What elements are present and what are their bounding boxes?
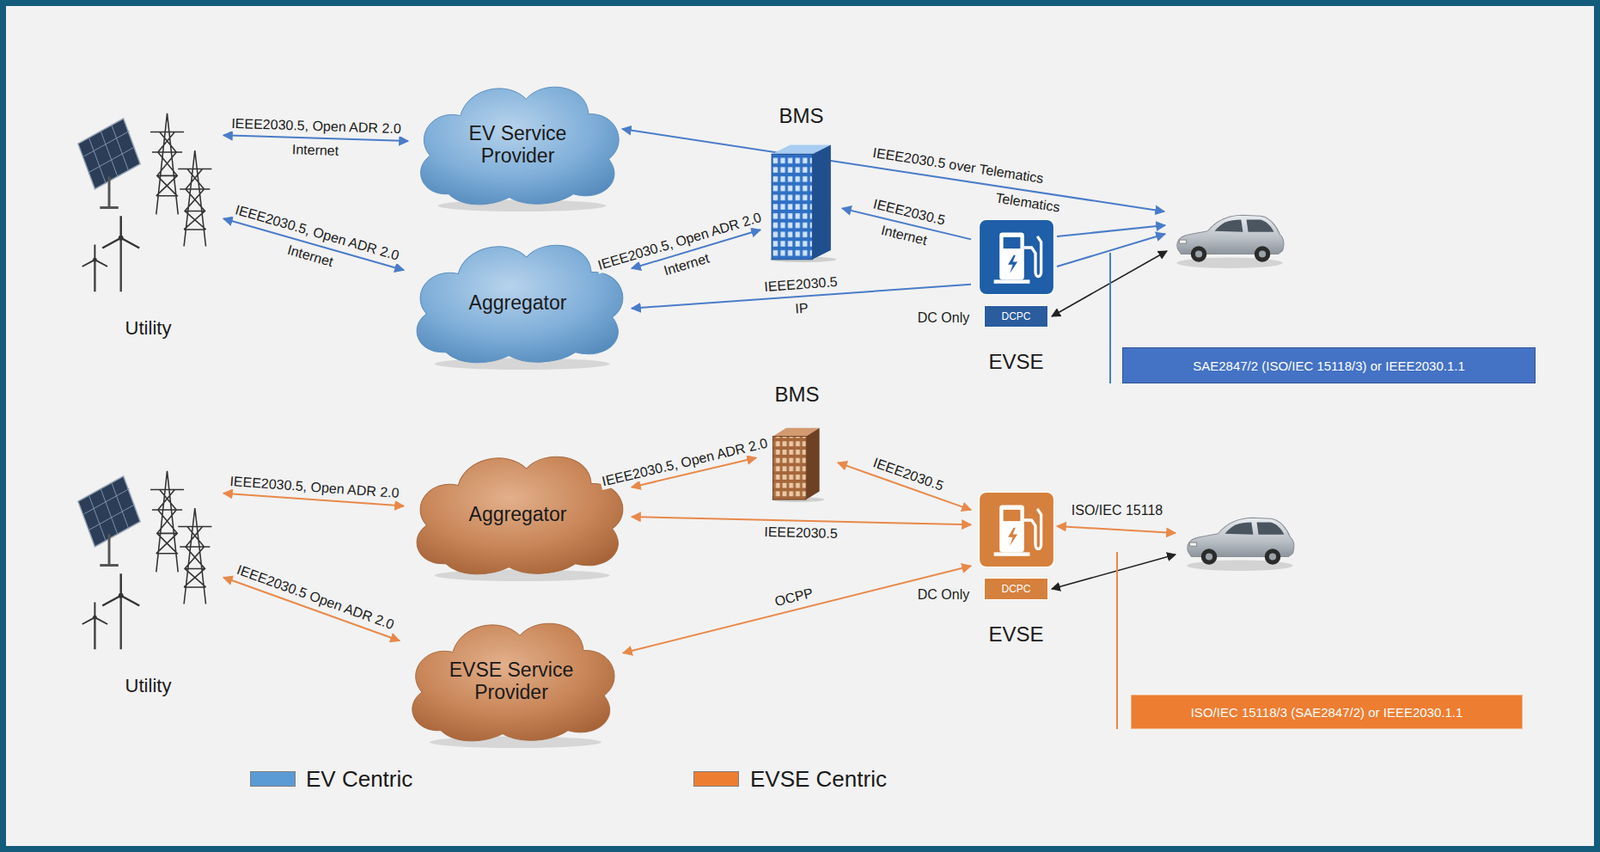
protocol-box: SAE2847/2 (ISO/IEC 15118/3) or IEEE2030.… [1122, 347, 1536, 384]
node-label: ISO/IEC 15118/3 (SAE2847/2) or IEEE2030.… [1190, 704, 1464, 720]
charger-icon [978, 219, 1055, 295]
utility-icons [73, 469, 224, 663]
cloud-node: Aggregator [403, 233, 632, 372]
protocol-box: ISO/IEC 15118/3 (SAE2847/2) or IEEE2030.… [1130, 694, 1523, 729]
note-label: IEEE2030.5 over Telematics [869, 145, 1046, 188]
legend-text: EV Centric [305, 765, 413, 793]
charge-link [1056, 225, 1166, 237]
building-shape [769, 145, 837, 263]
note-label: ISO/IEC 15118 [1069, 502, 1165, 519]
note-label: Internet [660, 250, 714, 280]
legend-swatch [693, 770, 739, 787]
leader-line [1116, 551, 1118, 729]
node-label: BMS [778, 103, 824, 129]
utility-node: Utility [73, 469, 224, 697]
edge-label: IEEE2030.5, Open ADR 2.0 [598, 434, 771, 490]
utility-icons [73, 111, 224, 306]
cloud-outline [416, 244, 623, 363]
building-shape [770, 427, 825, 502]
note-label: Telematics [992, 189, 1063, 216]
charge-link [1056, 525, 1176, 533]
edge-label: IEEE2030.5 [869, 454, 947, 495]
cloud-label: EVSE Service Provider [436, 658, 587, 704]
leader-line [1109, 252, 1112, 384]
cloud-label: EV Service Provider [453, 122, 583, 168]
charger-node: EVSE DCPC [970, 491, 1062, 647]
building-icon [756, 422, 838, 502]
note-label: IP [793, 299, 811, 317]
node-label: Utility [125, 317, 172, 340]
cloud-label: Aggregator [469, 502, 568, 526]
node-label: Utility [125, 674, 172, 697]
charger-shape [978, 219, 1055, 295]
charger-node: EVSE DCPC [970, 219, 1062, 374]
note-label: Internet [284, 241, 337, 270]
cloud-outline [416, 456, 623, 575]
dcpc-box: DCPC [983, 577, 1049, 600]
node-label: EVSE [988, 622, 1044, 647]
edge-label: OCPP [771, 585, 817, 611]
electric-car [1186, 517, 1295, 571]
building-icon [760, 137, 843, 263]
utility-node: Utility [73, 111, 224, 340]
edge-label: IEEE2030.5 [762, 524, 840, 542]
node-label: EVSE [988, 349, 1044, 374]
node-label: DCPC [1001, 310, 1031, 323]
node-label: SAE2847/2 (ISO/IEC 15118/3) or IEEE2030.… [1192, 358, 1466, 373]
charger-shape [978, 491, 1055, 568]
electric-car [1176, 214, 1284, 269]
edge-label: IEEE2030.5, Open ADR 2.0 [227, 473, 402, 501]
building-node: BMS [760, 103, 843, 263]
note-label: DC Only [916, 310, 971, 326]
connector [223, 577, 400, 642]
telematics-link [622, 128, 1165, 212]
cloud-outline [412, 622, 615, 741]
cloud-label: Aggregator [469, 291, 568, 314]
cloud-node: EVSE Service Provider [399, 611, 623, 750]
edge-label: IEEE2030.5, Open ADR 2.0 [229, 116, 404, 137]
edge-label: IEEE2030.5 Open ADR 2.0 [232, 561, 397, 634]
connector [622, 565, 971, 653]
solar-grid-wind-icons [78, 470, 213, 649]
solar-grid-wind-icons [78, 113, 213, 292]
cloud-node: Aggregator [403, 445, 632, 583]
node-label: BMS [774, 381, 819, 408]
note-label: Internet [877, 221, 930, 249]
legend-swatch [250, 770, 296, 787]
note-label: DC Only [916, 586, 971, 603]
cloud-outline [421, 86, 620, 205]
note-label: Internet [290, 141, 342, 159]
charger-icon [978, 491, 1055, 568]
dc-link [1051, 554, 1176, 589]
legend-text: EVSE Centric [750, 765, 887, 793]
dcpc-box: DCPC [983, 305, 1049, 328]
cloud-node: EV Service Provider [408, 75, 628, 214]
edge-label: IEEE2030.5 [761, 274, 839, 295]
connector [631, 516, 971, 525]
node-label: DCPC [1001, 582, 1031, 595]
